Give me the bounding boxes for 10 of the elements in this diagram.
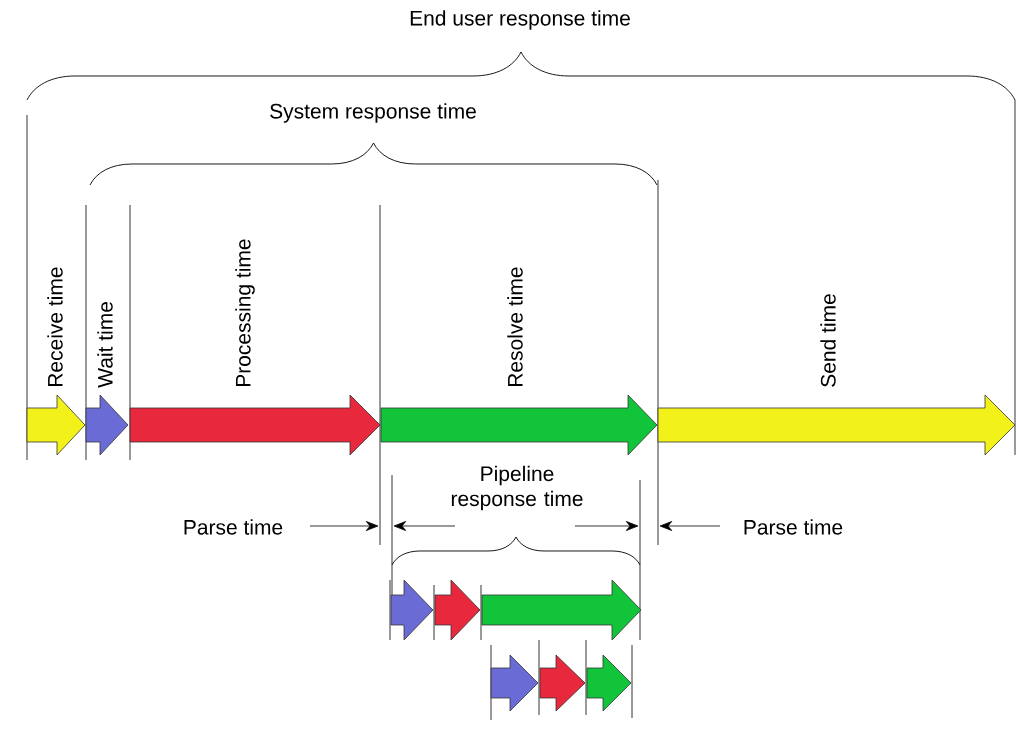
dimension-label: Parse time bbox=[184, 519, 283, 535]
phase-label: Receive time bbox=[47, 267, 63, 387]
dimension-label: Parse time bbox=[744, 519, 843, 535]
phase-label: Processing time bbox=[235, 239, 255, 387]
phase-label: Resolve time bbox=[507, 267, 523, 387]
phase-label: Wait time bbox=[97, 302, 113, 388]
brace-label: Pipeline response time bbox=[451, 465, 583, 511]
title: End user response time bbox=[410, 10, 630, 30]
phase-label: Send time bbox=[820, 294, 836, 387]
brace-label: System response time bbox=[270, 103, 476, 123]
